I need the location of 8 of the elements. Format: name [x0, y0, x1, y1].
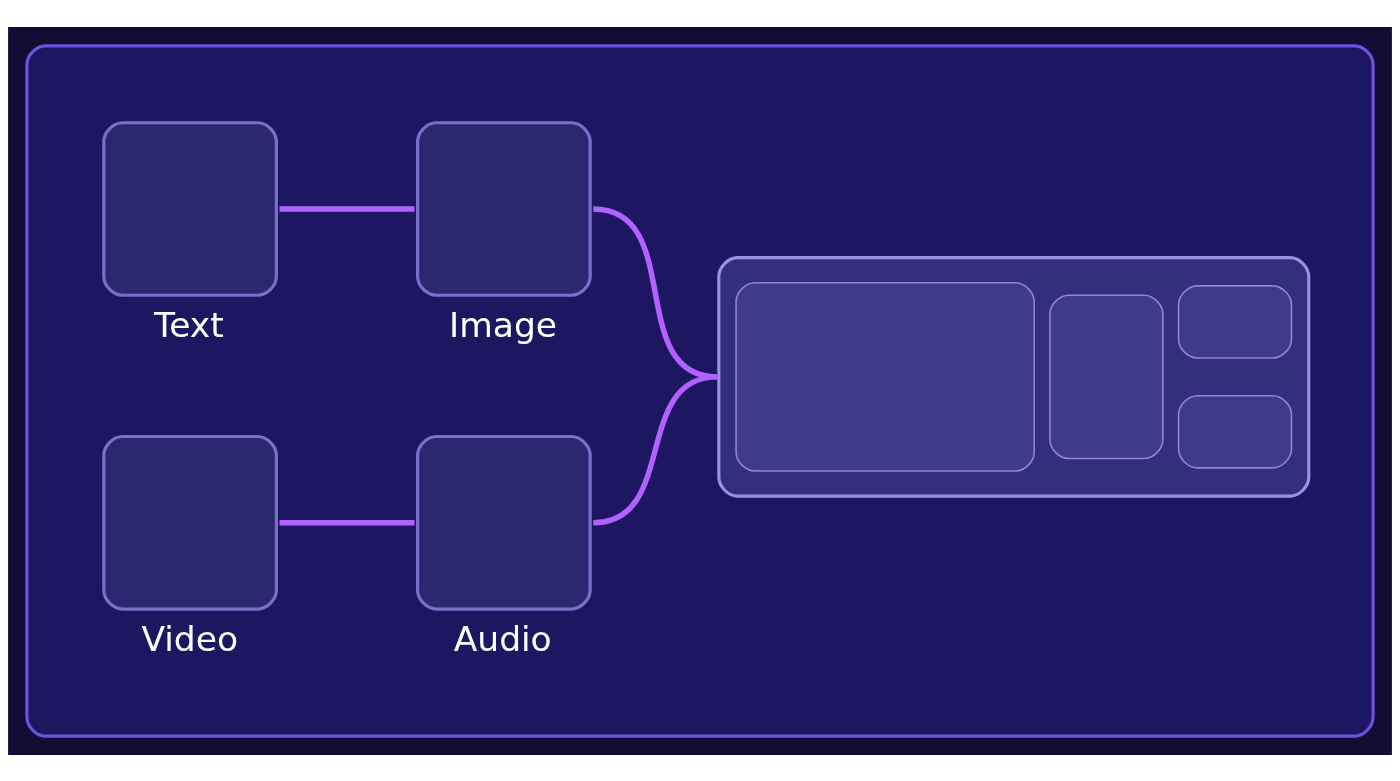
connector: [279, 519, 415, 526]
cluster: [25, 43, 1375, 738]
node-label: Text: [154, 304, 224, 345]
node-label: Image: [448, 304, 558, 345]
connector: [592, 373, 718, 525]
node-label: Audio: [453, 618, 552, 659]
node-label: Video: [141, 618, 239, 659]
connector: [279, 205, 415, 212]
